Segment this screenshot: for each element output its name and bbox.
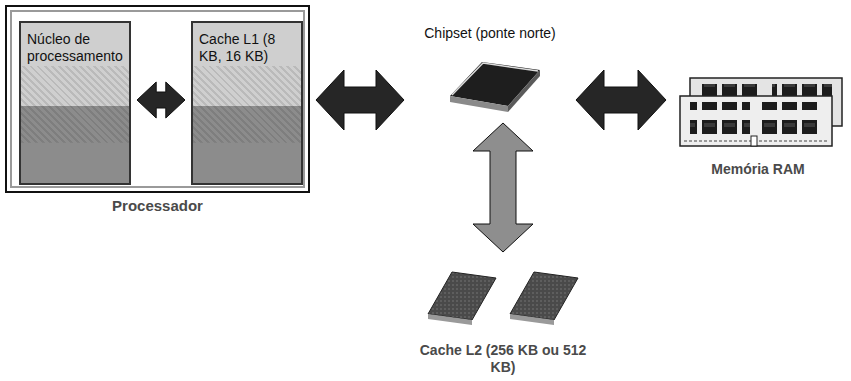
ram-module bbox=[680, 78, 842, 146]
bus-arrow bbox=[576, 70, 666, 130]
box-label: Cache L1 (8 KB, 16 KB) bbox=[199, 31, 295, 65]
chipset-chip bbox=[450, 62, 540, 112]
part-label: Processador bbox=[7, 197, 308, 215]
cache-chip bbox=[428, 272, 578, 325]
bus-arrow bbox=[473, 123, 533, 252]
processor-box: ProcessadorNúcleo de processamentoCache … bbox=[5, 5, 310, 193]
bus-arrow bbox=[137, 82, 185, 118]
part-label: Cache L2 (256 KB ou 512 KB) bbox=[418, 342, 588, 376]
cache-l2-node: Cache L2 (256 KB ou 512 KB) bbox=[418, 258, 588, 376]
core-box: Núcleo de processamento bbox=[19, 21, 131, 185]
bus-arrow bbox=[316, 70, 404, 130]
part-label: Chipset (ponte norte) bbox=[410, 25, 570, 42]
chipset-node: Chipset (ponte norte) bbox=[410, 25, 570, 117]
part-label: Memória RAM bbox=[672, 161, 844, 178]
ram-node: Memória RAM bbox=[672, 70, 844, 178]
box-label: Núcleo de processamento bbox=[27, 31, 123, 65]
cache-box: Cache L1 (8 KB, 16 KB) bbox=[191, 21, 303, 185]
